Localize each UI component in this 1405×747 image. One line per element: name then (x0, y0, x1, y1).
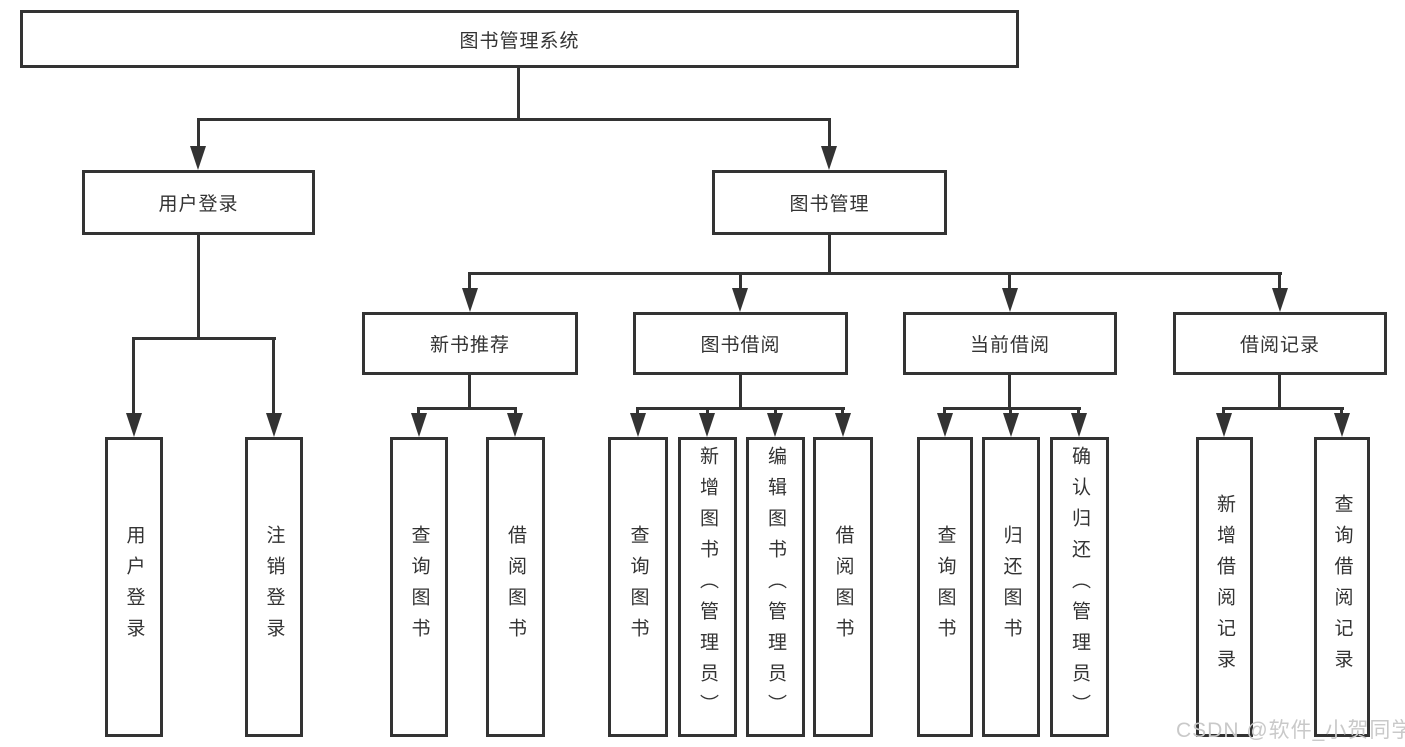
arrow-down-icon (1334, 413, 1350, 437)
leaf-query-books-recommend: 查询图书 (390, 437, 448, 737)
arrow-down-icon (1002, 288, 1018, 312)
connector-line (517, 67, 520, 121)
connector-line (774, 409, 777, 415)
connector-line (197, 118, 831, 121)
connector-line (943, 407, 1081, 410)
arrow-down-icon (1071, 413, 1087, 437)
connector-line (828, 233, 831, 275)
connector-line (841, 409, 844, 415)
arrow-down-icon (937, 413, 953, 437)
connector-line (197, 120, 200, 148)
connector-line (1278, 274, 1281, 290)
connector-line (417, 409, 420, 415)
connector-line (468, 272, 1282, 275)
connector-line (943, 409, 946, 415)
arrow-down-icon (190, 146, 206, 170)
node-book-borrowing: 图书借阅 (633, 312, 848, 375)
connector-line (197, 233, 200, 340)
watermark: CSDN @软件_小贺同学 (1176, 719, 1405, 742)
leaf-add-borrow-record: 新增借阅记录 (1196, 437, 1253, 737)
arrow-down-icon (1216, 413, 1232, 437)
arrow-down-icon (1272, 288, 1288, 312)
node-current-borrowing: 当前借阅 (903, 312, 1117, 375)
connector-line (1009, 409, 1012, 415)
leaf-return-books: 归还图书 (982, 437, 1040, 737)
connector-line (132, 337, 276, 340)
connector-line (468, 274, 471, 290)
leaf-borrow-books-recommend: 借阅图书 (486, 437, 545, 737)
leaf-confirm-return-admin: 确认归还（管理员） (1050, 437, 1109, 737)
arrow-down-icon (126, 413, 142, 437)
leaf-query-books-borrowing: 查询图书 (608, 437, 668, 737)
leaf-query-books-current: 查询图书 (917, 437, 973, 737)
arrow-down-icon (1003, 413, 1019, 437)
arrow-down-icon (266, 413, 282, 437)
leaf-borrow-books: 借阅图书 (813, 437, 873, 737)
leaf-query-borrow-record: 查询借阅记录 (1314, 437, 1370, 737)
connector-line (739, 274, 742, 290)
connector-line (828, 120, 831, 148)
arrow-down-icon (732, 288, 748, 312)
arrow-down-icon (699, 413, 715, 437)
connector-line (1077, 409, 1080, 415)
leaf-user-login: 用户登录 (105, 437, 163, 737)
connector-line (468, 374, 471, 410)
arrow-down-icon (462, 288, 478, 312)
connector-line (1222, 407, 1344, 410)
arrow-down-icon (507, 413, 523, 437)
connector-line (636, 409, 639, 415)
leaf-add-books-admin: 新增图书（管理员） (678, 437, 737, 737)
leaf-logout: 注销登录 (245, 437, 303, 737)
node-new-book-recommendation: 新书推荐 (362, 312, 578, 375)
connector-line (636, 407, 845, 410)
arrow-down-icon (411, 413, 427, 437)
connector-line (739, 374, 742, 410)
connector-line (1340, 409, 1343, 415)
connector-line (417, 407, 517, 410)
connector-line (514, 409, 517, 415)
connector-line (1278, 374, 1281, 410)
arrow-down-icon (767, 413, 783, 437)
arrow-down-icon (835, 413, 851, 437)
connector-line (1222, 409, 1225, 415)
connector-line (132, 339, 135, 415)
connector-line (1008, 274, 1011, 290)
node-borrowing-records: 借阅记录 (1173, 312, 1387, 375)
arrow-down-icon (821, 146, 837, 170)
node-book-management: 图书管理 (712, 170, 947, 235)
connector-line (1008, 374, 1011, 410)
arrow-down-icon (630, 413, 646, 437)
connector-line (706, 409, 709, 415)
node-user-login: 用户登录 (82, 170, 315, 235)
connector-line (272, 339, 275, 415)
node-library-management-system: 图书管理系统 (20, 10, 1019, 68)
leaf-edit-books-admin: 编辑图书（管理员） (746, 437, 805, 737)
